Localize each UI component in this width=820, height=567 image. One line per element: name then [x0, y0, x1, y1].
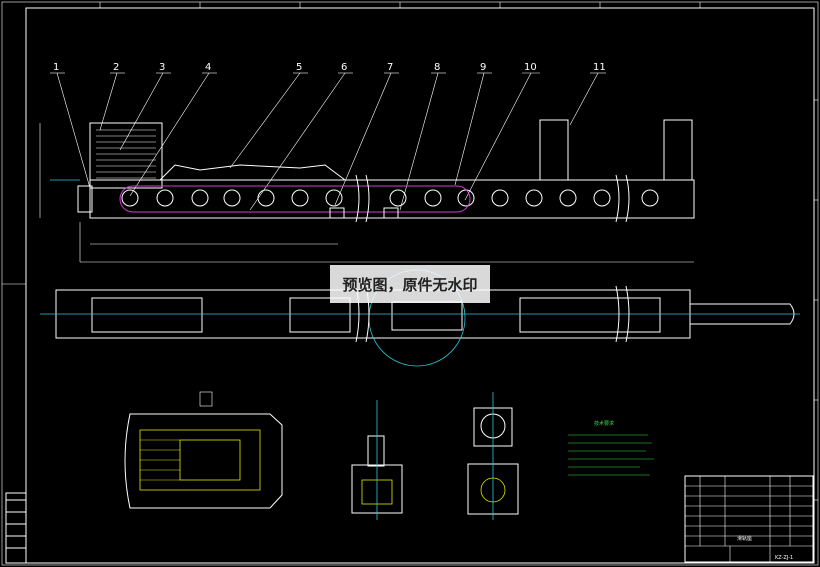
- tech-requirements-title: 技术要求: [594, 420, 614, 427]
- part-number-11: 11: [593, 62, 606, 73]
- part-number-8: 8: [434, 62, 440, 73]
- watermark-text: 预览图，原件无水印: [342, 276, 477, 294]
- part-number-10: 10: [524, 62, 537, 73]
- support-bracket-left: [539, 119, 569, 181]
- part-number-9: 9: [480, 62, 486, 73]
- section-view: [124, 391, 283, 509]
- title-block: 滑轨座 KZ-ZJ-1: [684, 475, 814, 563]
- part-number-6: 6: [341, 62, 347, 73]
- drawing-number: KZ-ZJ-1: [775, 555, 793, 561]
- front-view: [39, 119, 695, 263]
- part-number-3: 3: [159, 62, 165, 73]
- part-number-1: 1: [53, 62, 59, 73]
- part-number-4: 4: [205, 62, 211, 73]
- revision-table: [5, 492, 27, 564]
- part-leaders: [50, 72, 606, 211]
- part-number-5: 5: [296, 62, 302, 73]
- end-view-left: [351, 400, 403, 520]
- drive-chain: [119, 185, 471, 213]
- preview-watermark: 预览图，原件无水印: [330, 265, 490, 303]
- support-bracket-right: [663, 119, 693, 181]
- part-number-7: 7: [387, 62, 393, 73]
- part-number-2: 2: [113, 62, 119, 73]
- part-number-labels: 1 2 3 4 5 6 7 8 9 10 11: [53, 62, 606, 73]
- tech-requirements: 技术要求: [568, 420, 654, 476]
- title-block-name: 滑轨座: [737, 535, 752, 542]
- carriage-top-profile: [159, 164, 346, 181]
- end-view-right: [467, 392, 519, 520]
